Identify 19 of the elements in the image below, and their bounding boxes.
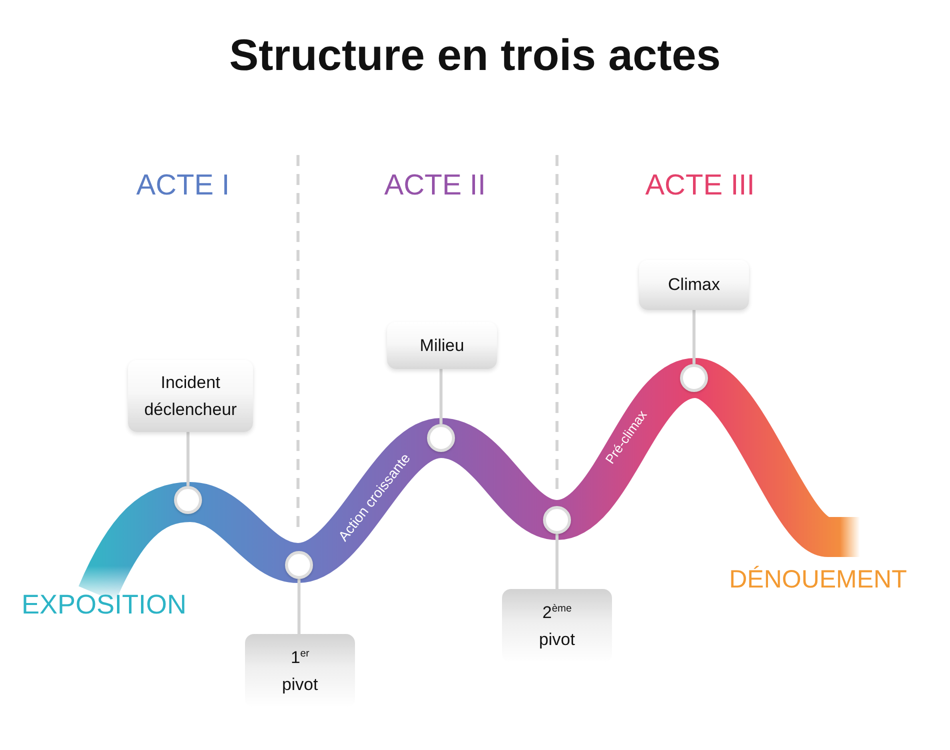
plot-point-label: Incident déclencheur [143,372,238,421]
stage-label: EXPOSITION [21,592,187,618]
plot-point-label: Milieu [420,334,464,357]
plot-point-box [639,260,749,310]
leader-line [440,369,442,424]
plot-point-label: Climax [668,274,720,296]
diagram-title: Structure en trois actes [229,32,721,80]
act-heading: ACTE III [645,172,755,200]
leader-line [186,432,190,486]
plot-point-box [387,322,497,369]
act-heading: ACTE II [384,172,486,200]
plot-point-box [128,360,253,432]
leader-line [298,579,300,634]
leader-line [692,310,696,364]
plot-point-label: 2$^{ème}$ pivot [538,602,576,651]
leader-line [556,534,558,589]
stage-label: DÉNOUEMENT [729,568,907,592]
act-heading: ACTE I [136,172,230,200]
plot-point-label: 1$^{er}$ pivot [281,646,319,696]
